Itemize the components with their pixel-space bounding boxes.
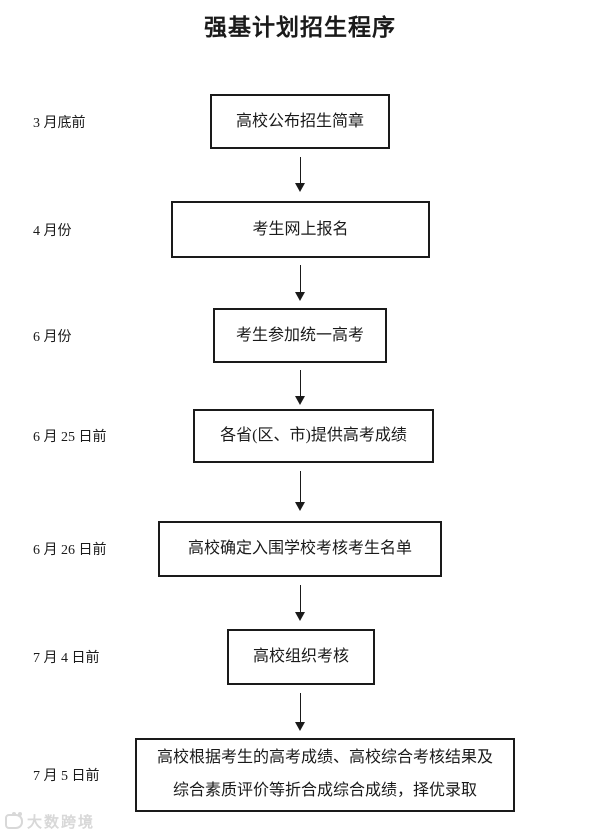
page-title: 强基计划招生程序: [204, 14, 396, 40]
watermark-text: 大数跨境: [27, 814, 96, 831]
arrow-shaft: [299, 370, 301, 396]
arrow-shaft: [299, 265, 301, 292]
time-label-step-7: 7 月 5 日前: [33, 769, 100, 784]
time-label-step-3: 6 月份: [33, 329, 72, 345]
watermark-logo-icon: [5, 812, 23, 829]
flow-step-box-announce-brochure: 高校公布招生简章: [210, 94, 390, 149]
arrow-shaft: [299, 471, 301, 502]
flow-step-box-unified-exam: 考生参加统一高考: [213, 308, 387, 363]
flow-arrow-2: [294, 265, 306, 301]
time-label-step-4: 6 月 25 日前: [33, 430, 107, 445]
flow-arrow-1: [294, 157, 306, 192]
flow-arrow-6: [294, 693, 306, 731]
arrow-head-icon: [295, 612, 305, 621]
arrow-head-icon: [295, 292, 305, 301]
flow-step-box-shortlist-candidates: 高校确定入围学校考核考生名单: [158, 521, 442, 577]
arrow-head-icon: [295, 502, 305, 511]
arrow-head-icon: [295, 396, 305, 405]
watermark: 大数跨境: [5, 811, 95, 832]
time-label-step-2: 4 月份: [33, 223, 72, 239]
arrow-head-icon: [295, 183, 305, 192]
time-label-step-5: 6 月 26 日前: [33, 543, 107, 558]
flow-step-box-provinces-provide-scores: 各省(区、市)提供高考成绩: [193, 409, 434, 463]
arrow-shaft: [299, 585, 301, 612]
arrow-shaft: [299, 693, 301, 722]
arrow-shaft: [299, 157, 301, 183]
time-label-step-6: 7 月 4 日前: [33, 651, 100, 666]
flow-arrow-4: [294, 471, 306, 511]
time-label-step-1: 3 月底前: [33, 115, 86, 131]
flow-step-box-university-assessment: 高校组织考核: [227, 629, 375, 685]
flow-step-box-online-registration: 考生网上报名: [171, 201, 430, 258]
flow-step-box-final-admission: 高校根据考生的高考成绩、高校综合考核结果及综合素质评价等折合成综合成绩，择优录取: [135, 738, 515, 812]
flow-arrow-3: [294, 370, 306, 405]
flow-arrow-5: [294, 585, 306, 621]
arrow-head-icon: [295, 722, 305, 731]
